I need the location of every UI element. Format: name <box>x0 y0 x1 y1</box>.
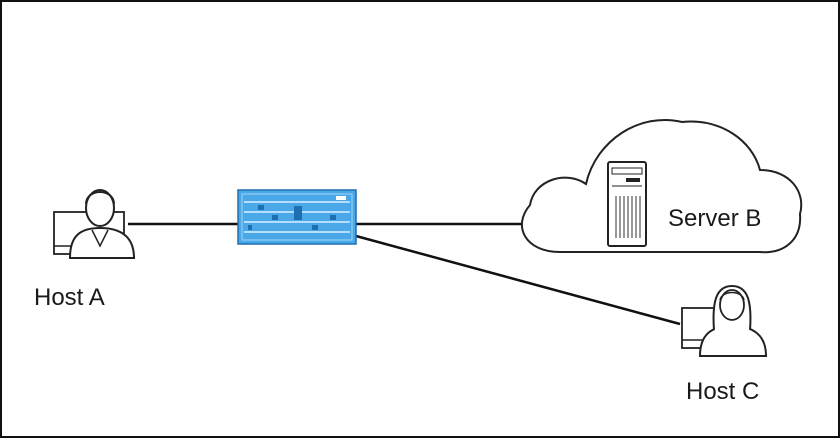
link-switch-host-c <box>355 234 681 326</box>
host-a-label: Host A <box>34 284 105 311</box>
server-b-label: Server B <box>668 205 762 232</box>
host-a-icon <box>53 189 136 259</box>
host-c-icon <box>681 284 768 357</box>
host-c-label: Host C <box>686 378 760 405</box>
server-tower-icon <box>607 161 647 247</box>
cloud-icon <box>520 119 803 254</box>
network-switch-icon <box>237 189 357 245</box>
